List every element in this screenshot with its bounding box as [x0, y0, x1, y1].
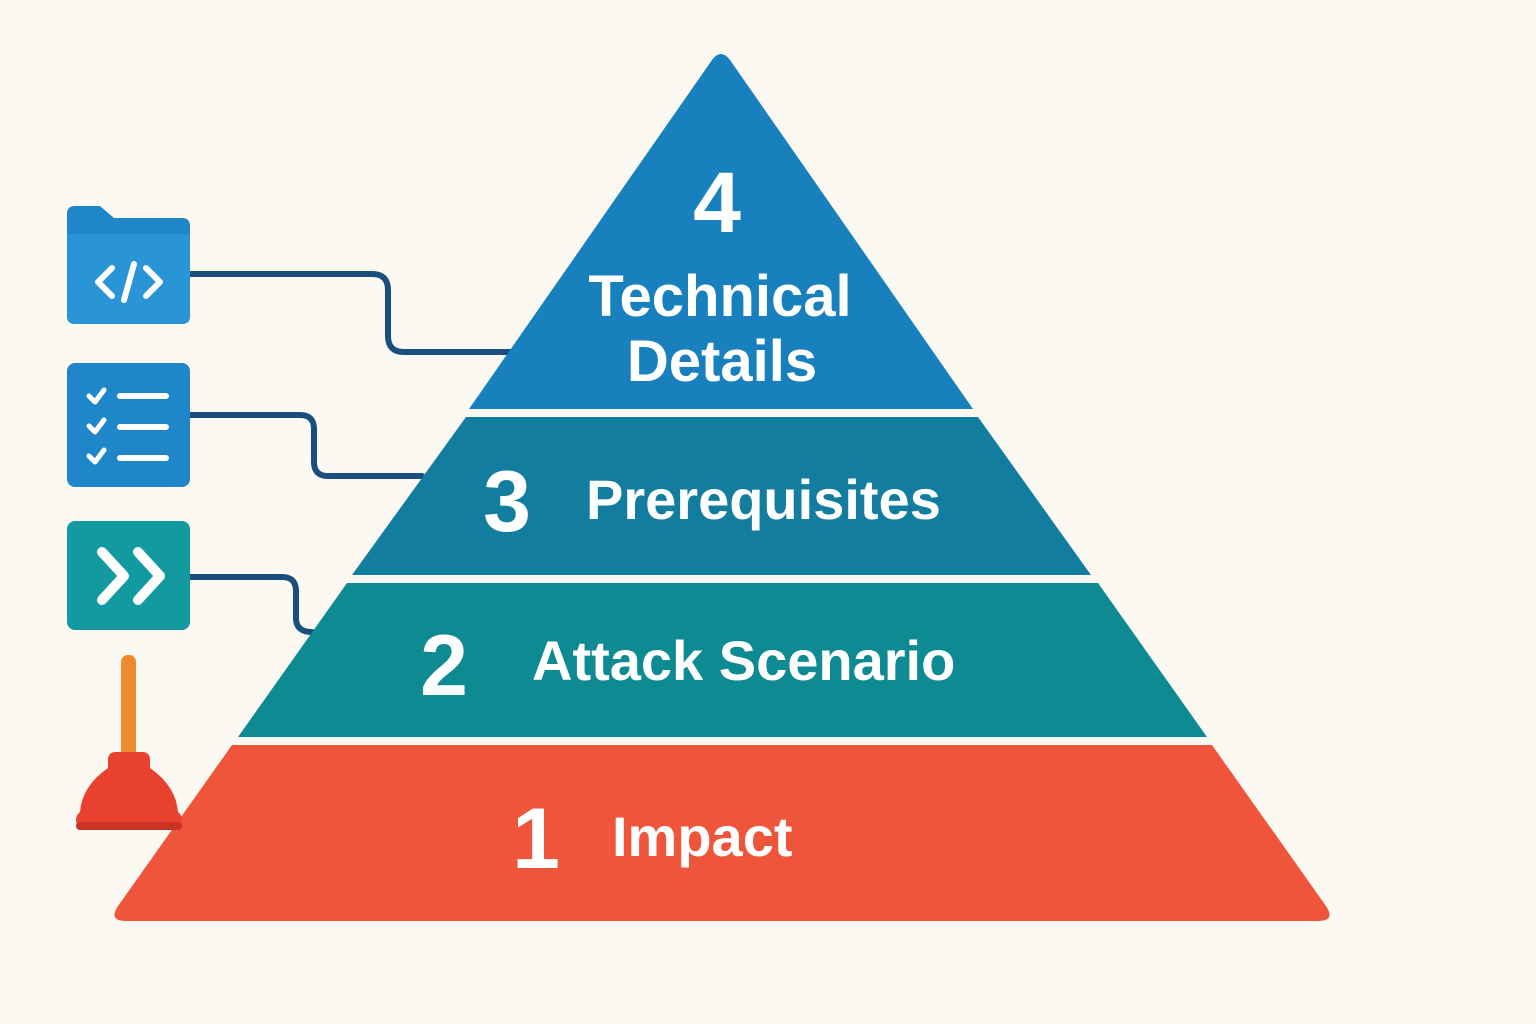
connectors: [187, 271, 515, 635]
tier-2-label: Attack Scenario: [532, 629, 955, 692]
tier-4-number: 4: [693, 155, 741, 251]
tier-4: 4 Technical Details: [469, 54, 973, 409]
fast-forward-icon: [67, 521, 190, 630]
tier-4-label-line2: Details: [627, 329, 817, 394]
code-folder-icon: [67, 206, 190, 324]
tier-2: 2 Attack Scenario: [238, 583, 1207, 737]
tier-1: 1 Impact: [114, 745, 1330, 921]
tier-3-label: Prerequisites: [586, 468, 941, 531]
tier-1-shape: [114, 745, 1330, 921]
tier-3: 3 Prerequisites: [352, 417, 1091, 575]
tier-3-shape: [352, 417, 1091, 575]
tier-2-shape: [238, 583, 1207, 737]
connector-technical-details: [187, 271, 515, 355]
tier-1-label: Impact: [612, 805, 793, 868]
tier-4-shape: [469, 54, 973, 409]
plunger-icon: [76, 655, 182, 830]
tier-4-label-line1: Technical: [588, 264, 851, 329]
connector-prerequisites: [187, 412, 425, 479]
tier-1-number: 1: [512, 791, 560, 887]
checklist-icon: [67, 363, 190, 487]
tier-2-number: 2: [420, 618, 468, 714]
tier-3-number: 3: [483, 454, 531, 550]
connector-attack-scenario: [187, 574, 315, 635]
